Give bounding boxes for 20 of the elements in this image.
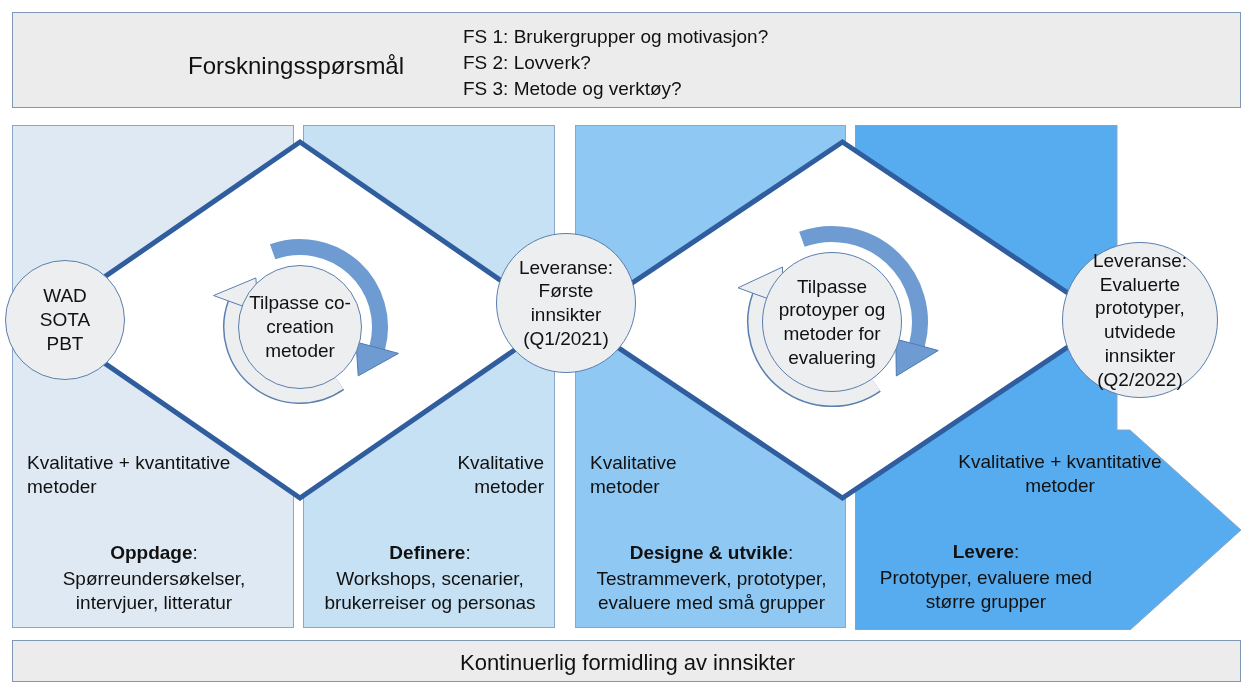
method-text: Kvalitative metoder [590, 451, 678, 499]
circle: Leveranse: Evaluerte prototyper, utvidede innsikter (Q2/2022) [1062, 242, 1218, 398]
question-text: FS 3: Metode og verktøy? [463, 77, 682, 101]
phase-description: Spørreundersøkelser, intervjuer, litteratur [61, 567, 247, 615]
heading: Forskningsspørsmål [188, 51, 405, 81]
phase-heading: Oppdage: [109, 541, 199, 565]
phase-description: Prototyper, evaluere med større grupper [878, 566, 1094, 614]
phase-heading: Levere: [951, 540, 1021, 564]
phase-heading: Designe & utvikle: [628, 541, 795, 565]
question-text: FS 2: Lovverk? [463, 51, 591, 75]
method-text: Kvalitative + kvantitative metoder [27, 451, 232, 499]
method-text: Kvalitative + kvantitative metoder [957, 450, 1163, 498]
method-text: Kvalitative metoder [456, 451, 544, 499]
question-text: FS 1: Brukergrupper og motivasjon? [463, 25, 769, 49]
phase-description: Testrammeverk, prototyper, evaluere med små grupper [595, 567, 828, 615]
banner [12, 12, 1241, 108]
phase-heading: Definere: [388, 541, 472, 565]
banner-text: Kontinuerlig formidling av innsikter [458, 649, 797, 677]
phase-description: Workshops, scenarier, brukerreiser og personas [323, 567, 537, 615]
banner [12, 640, 1241, 682]
